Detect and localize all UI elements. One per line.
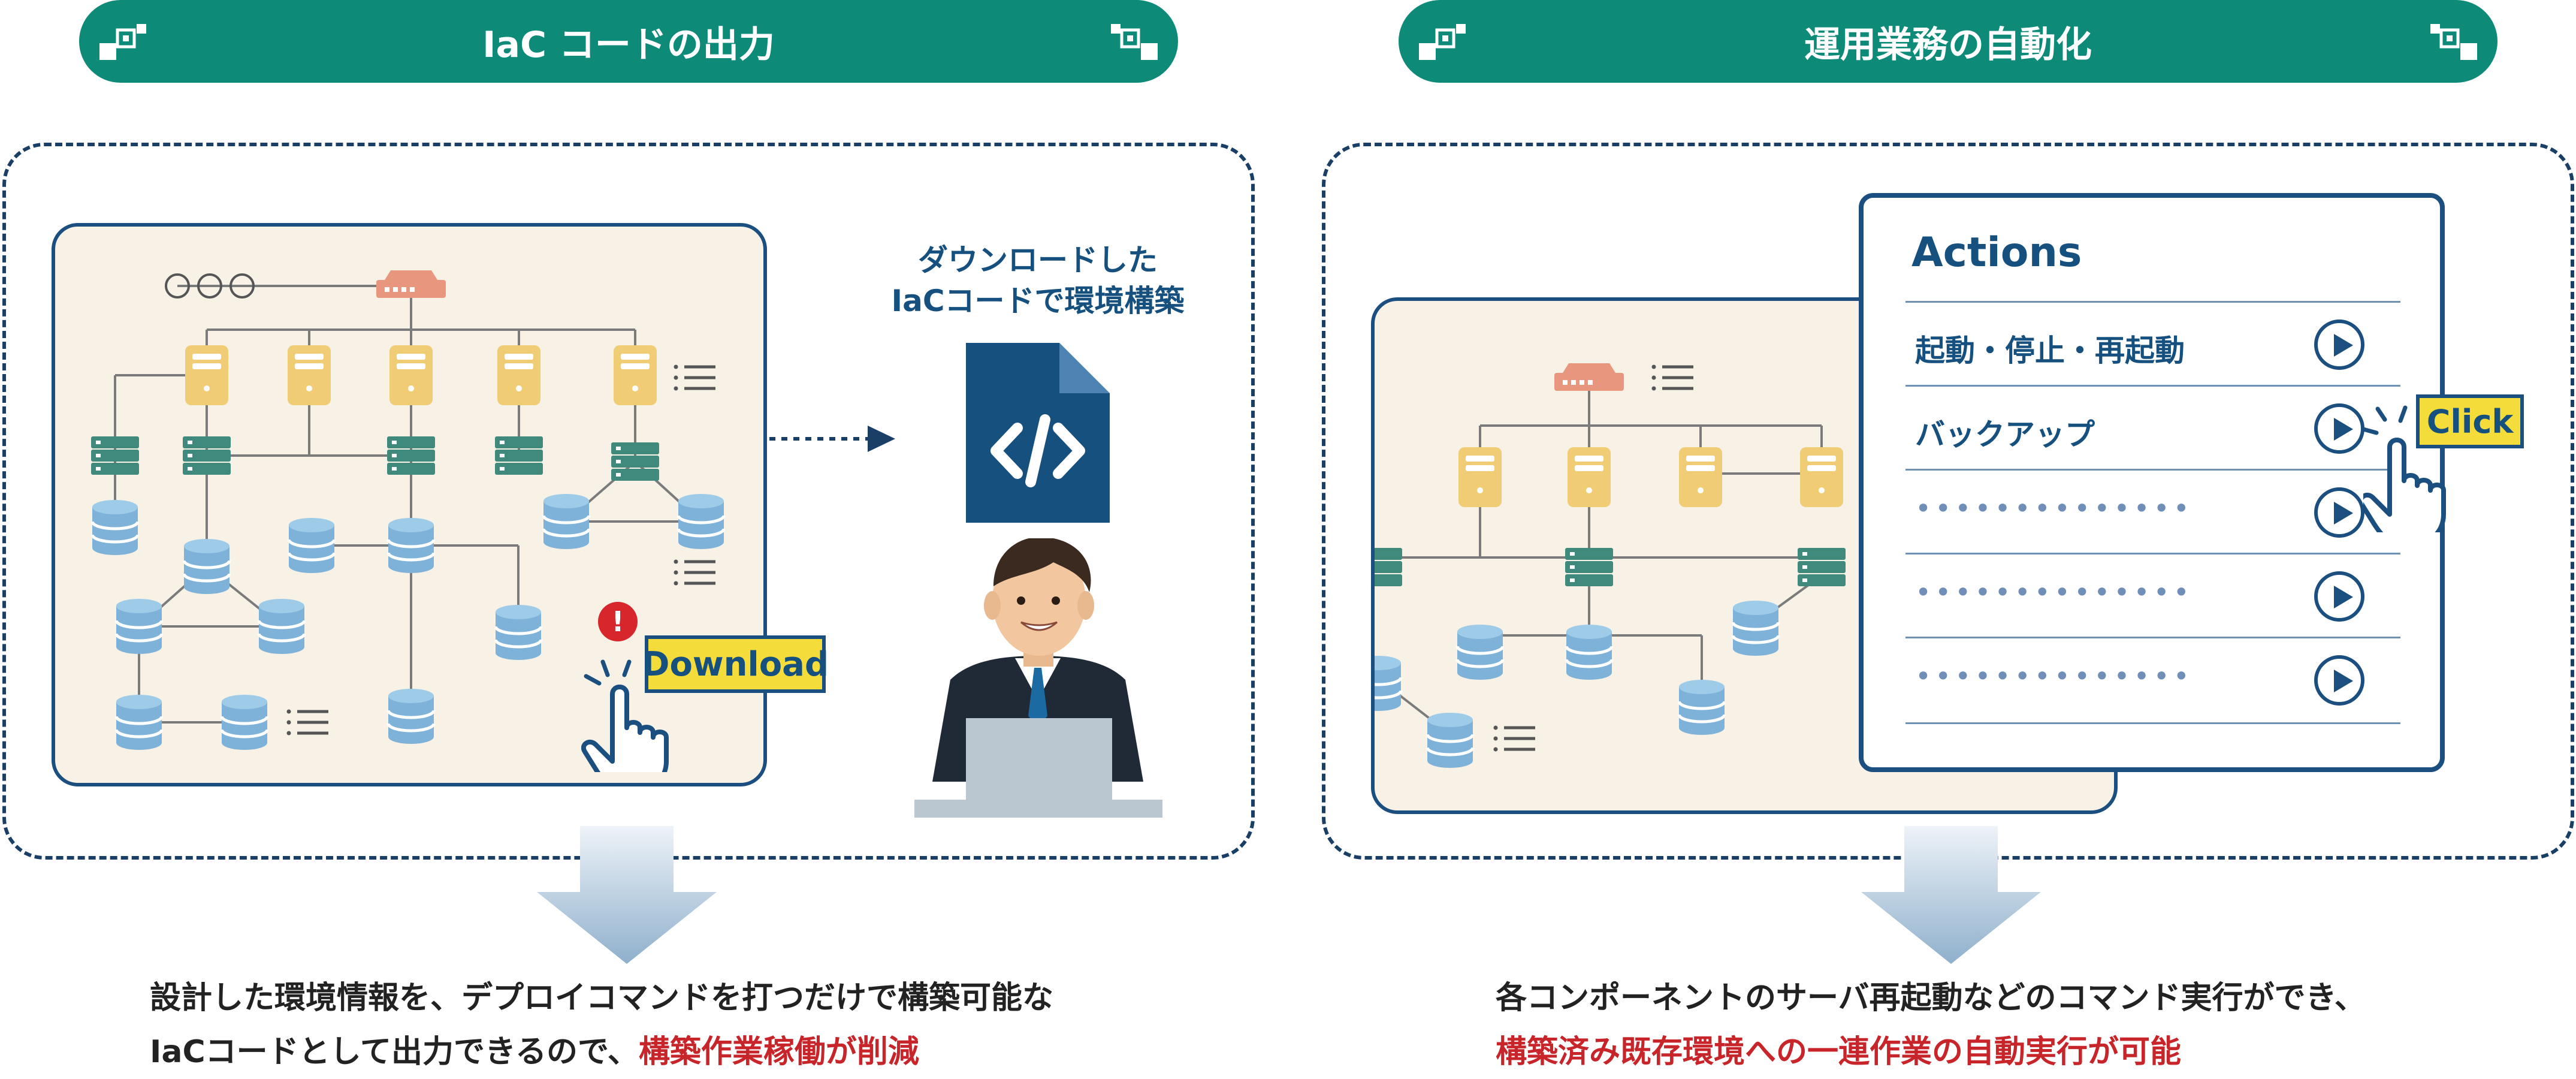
- action-placeholder: ••••••••••••••: [1915, 660, 2193, 692]
- action-row[interactable]: バックアップ: [1905, 385, 2400, 471]
- click-badge: Click: [2416, 394, 2524, 448]
- actions-panel: Actions 起動・停止・再起動 バックアップ •••••••••••••• …: [1859, 193, 2445, 772]
- action-row[interactable]: ••••••••••••••: [1905, 469, 2400, 554]
- play-icon[interactable]: [2314, 487, 2364, 538]
- flow-arrow: [769, 426, 895, 452]
- play-icon[interactable]: [2314, 320, 2364, 370]
- action-label: 起動・停止・再起動: [1915, 333, 2185, 368]
- download-label: Download: [641, 644, 829, 684]
- engineer-illustration: [914, 538, 1162, 818]
- action-placeholder: ••••••••••••••: [1915, 492, 2193, 525]
- code-file-icon: [966, 343, 1110, 523]
- play-icon[interactable]: [2314, 403, 2364, 454]
- action-placeholder: ••••••••••••••: [1915, 576, 2193, 608]
- network-topology-right: [1375, 363, 1846, 814]
- left-section-title: IaC コードの出力: [482, 23, 775, 66]
- left-section-header: IaC コードの出力: [79, 0, 1178, 83]
- alert-icon: !: [598, 602, 638, 641]
- left-caption-line2: IaCコードとして出力できるので、構築作業稼働が削減: [150, 1025, 1228, 1079]
- result-arrow: [537, 826, 717, 964]
- action-label: バックアップ: [1915, 417, 2095, 452]
- download-button[interactable]: Download: [641, 635, 829, 693]
- left-caption-plain: IaCコードとして出力できるので、: [150, 1034, 639, 1070]
- decor-squares-icon: [99, 24, 146, 60]
- left-caption-line1: 設計した環境情報を、デプロイコマンドを打つだけで構築可能な: [150, 980, 1054, 1016]
- network-diagram-card: [52, 223, 767, 786]
- play-icon[interactable]: [2314, 571, 2364, 622]
- decor-squares-icon: [1419, 24, 1466, 60]
- router-icon: [1554, 363, 1624, 391]
- right-caption-line1: 各コンポーネントのサーバ再起動などのコマンド実行ができ、: [1496, 980, 2366, 1016]
- decor-squares-icon: [1111, 24, 1158, 60]
- hand-pointer-icon: [2363, 405, 2446, 532]
- action-row[interactable]: ••••••••••••••: [1905, 553, 2400, 638]
- decor-squares-icon: [2430, 24, 2477, 60]
- result-arrow: [1861, 826, 2041, 964]
- click-label: Click: [2426, 402, 2514, 441]
- left-caption-emphasis: 構築作業稼働が削減: [638, 1034, 919, 1070]
- router-icon: [376, 270, 446, 298]
- network-topology: [52, 270, 767, 786]
- hand-pointer-icon: [581, 659, 669, 772]
- alert-mark: !: [611, 605, 624, 638]
- download-caption: ダウンロードした IaCコードで環境構築: [870, 240, 1206, 321]
- action-row[interactable]: ••••••••••••••: [1905, 637, 2400, 724]
- download-caption-line2: IaCコードで環境構築: [891, 284, 1185, 318]
- right-caption: 各コンポーネントのサーバ再起動などのコマンド実行ができ、 構築済み既存環境への一…: [1496, 971, 2562, 1079]
- actions-title: Actions: [1911, 229, 2082, 276]
- right-section-header: 運用業務の自動化: [1399, 0, 2498, 83]
- left-caption: 設計した環境情報を、デプロイコマンドを打つだけで構築可能な IaCコードとして出…: [150, 971, 1228, 1079]
- right-section-title: 運用業務の自動化: [1804, 23, 2092, 66]
- play-icon[interactable]: [2314, 655, 2364, 706]
- right-caption-emphasis: 構築済み既存環境への一連作業の自動実行が可能: [1496, 1034, 2182, 1070]
- download-caption-line1: ダウンロードした: [918, 243, 1158, 278]
- action-row[interactable]: 起動・停止・再起動: [1905, 301, 2400, 387]
